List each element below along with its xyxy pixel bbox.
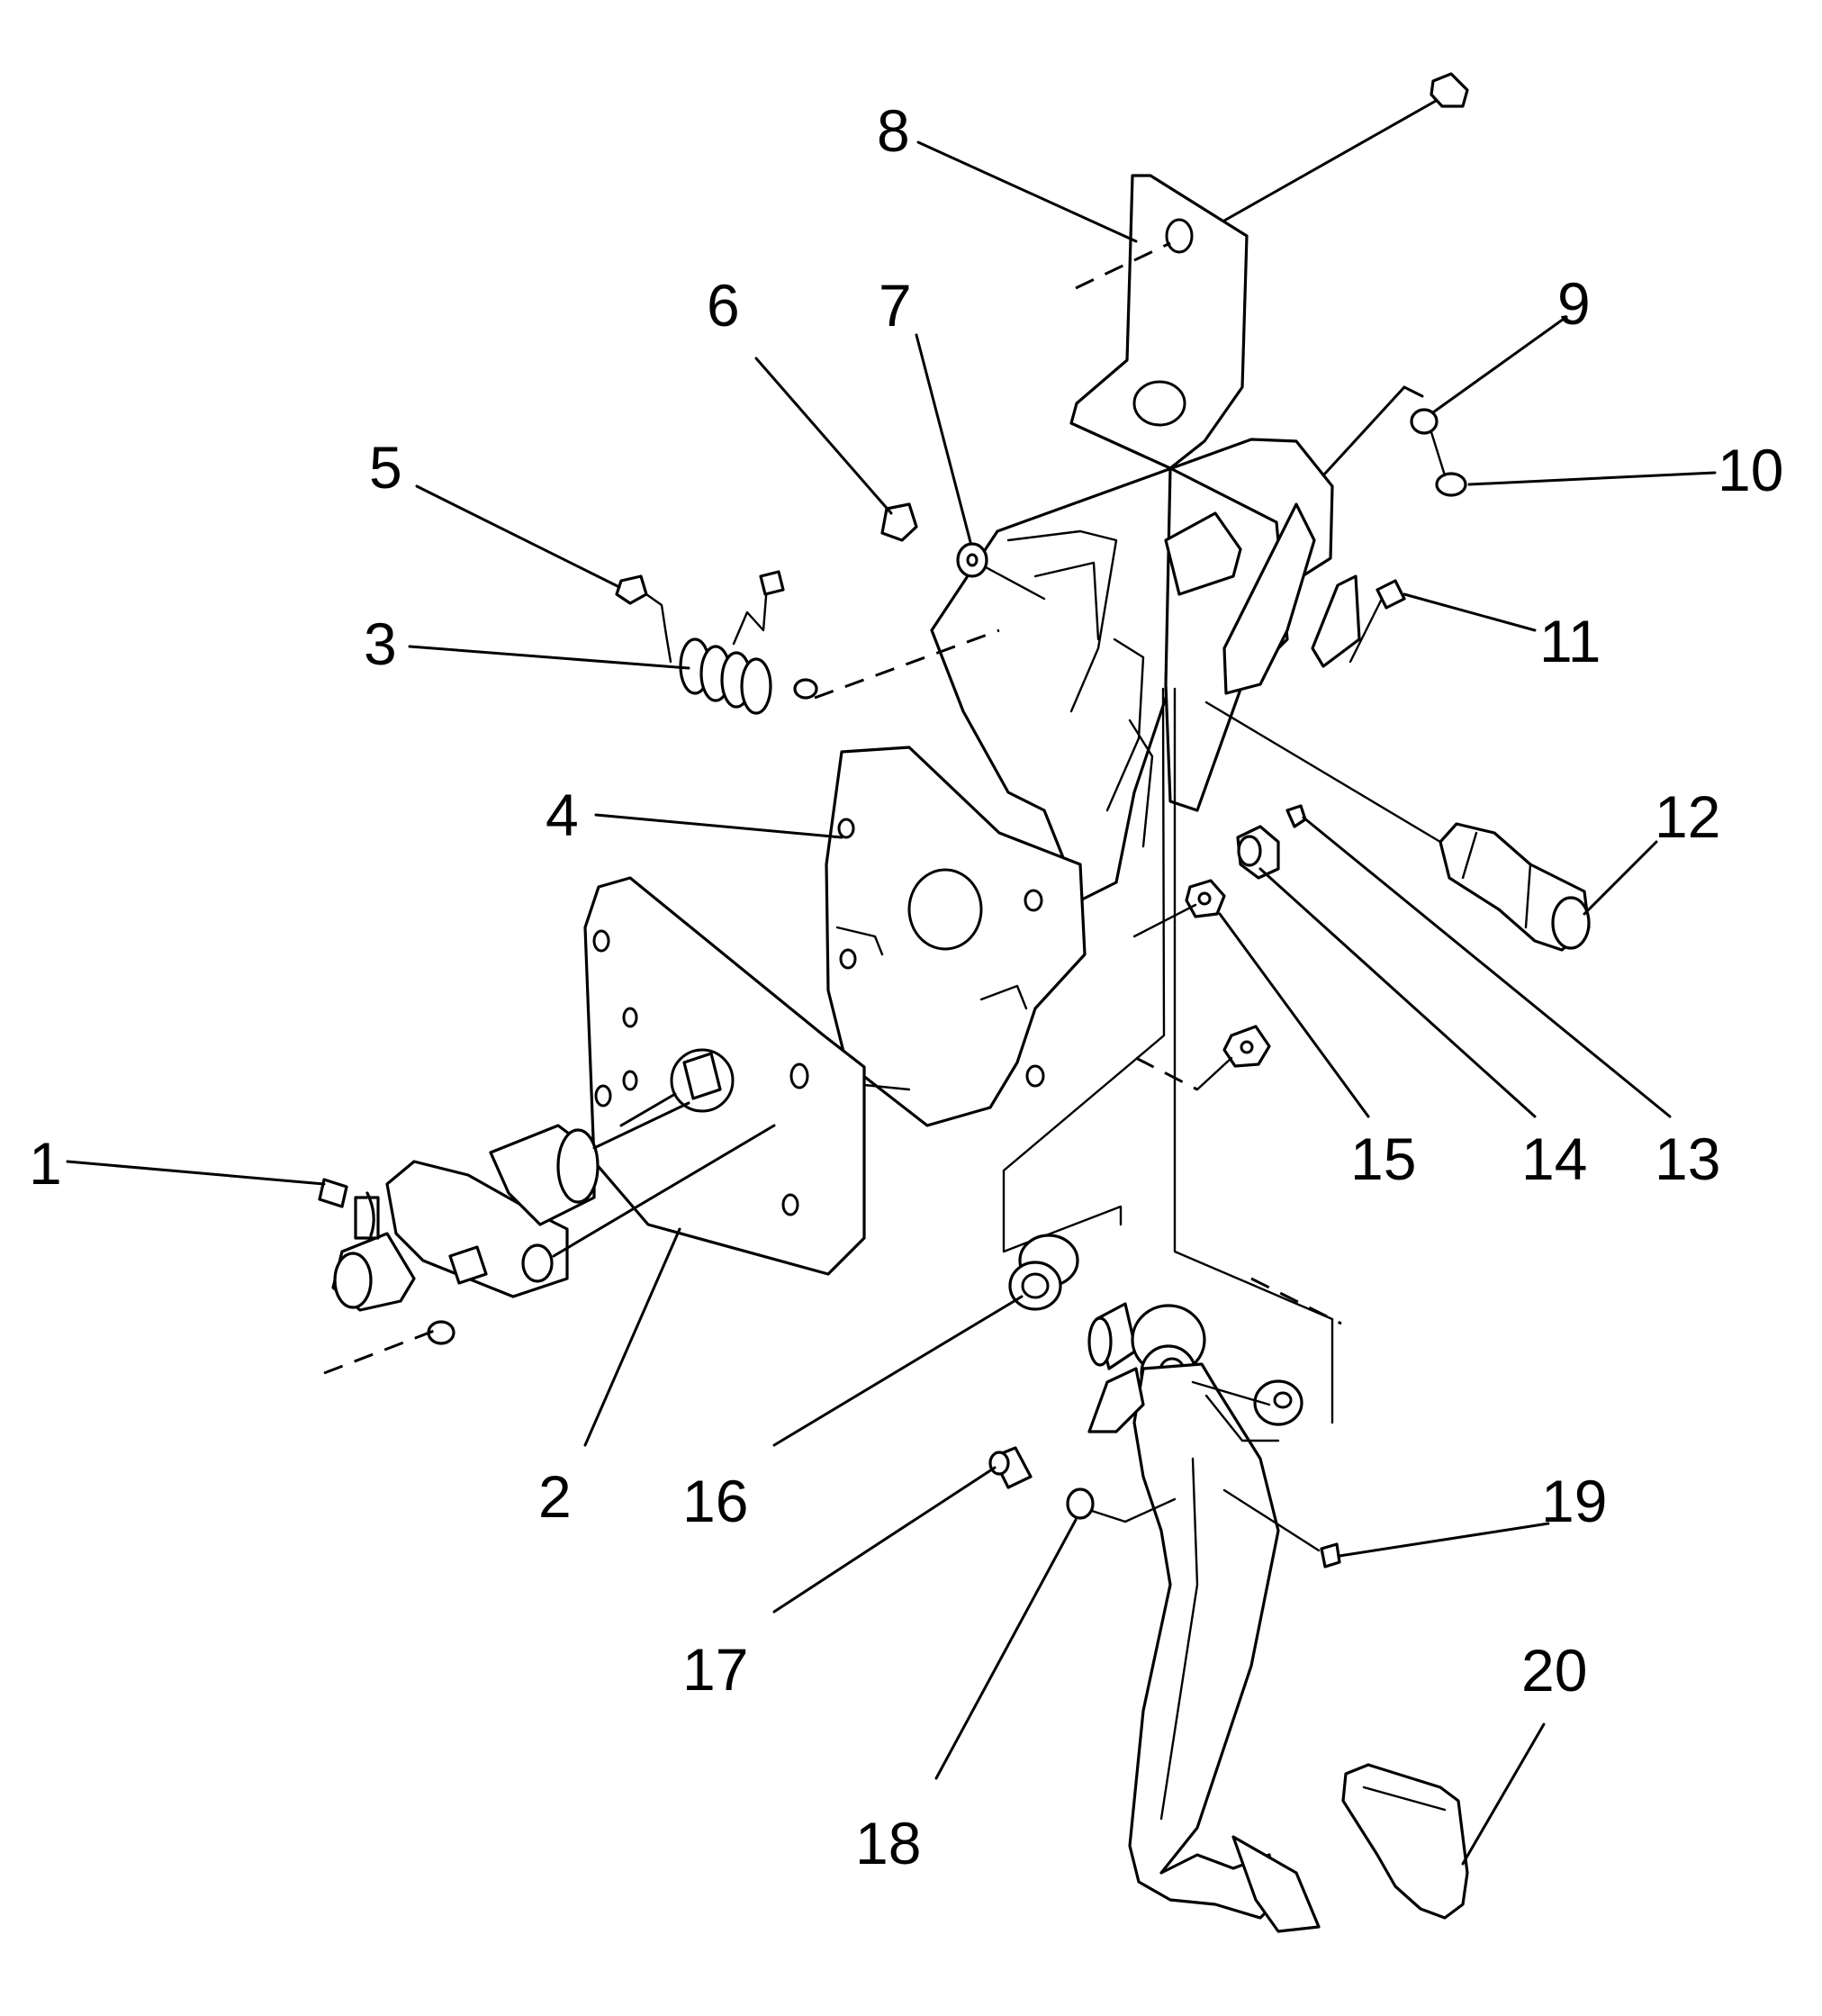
part-7-washer <box>956 542 988 578</box>
callout-20: 20 <box>1521 1637 1587 1704</box>
callout-16: 16 <box>682 1468 748 1534</box>
part-5-nut <box>615 574 648 605</box>
part-15-nut <box>1185 879 1226 918</box>
callout-12: 12 <box>1655 783 1720 850</box>
part-3-dash-line <box>814 628 1000 700</box>
part-20-pedal-pad <box>1341 1763 1469 1920</box>
parts-9-10-bracket-line <box>1321 385 1424 477</box>
part-8-top-bolt <box>1222 72 1469 222</box>
main-pedal-bracket <box>930 438 1361 902</box>
part-12-pivot-bolt <box>1204 701 1591 952</box>
parts-6-7-axis-line <box>984 565 1046 601</box>
callout-17: 17 <box>682 1636 748 1703</box>
part-16-bushing <box>1008 1234 1138 1370</box>
callout-labels: 1 2 3 4 5 6 7 8 9 10 11 12 13 14 15 16 1… <box>29 97 1783 1876</box>
callout-15: 15 <box>1350 1126 1416 1192</box>
callout-leaders <box>66 140 1717 1866</box>
callout-14: 14 <box>1521 1126 1587 1192</box>
callout-2: 2 <box>538 1463 572 1530</box>
part-13-clip <box>1285 804 1307 828</box>
part-4-mounting-plate <box>825 746 1087 1127</box>
callout-11: 11 <box>1539 608 1601 674</box>
part-14-bushing <box>1236 825 1280 880</box>
callout-7: 7 <box>879 272 912 339</box>
callout-5: 5 <box>369 434 402 501</box>
callout-8: 8 <box>877 97 910 164</box>
callout-6: 6 <box>707 272 740 339</box>
lower-bracket-nut <box>1135 1025 1271 1091</box>
part-2-firewall-plate <box>583 876 866 1276</box>
part-17-pin <box>988 1446 1033 1489</box>
callout-3: 3 <box>364 610 397 677</box>
callout-19: 19 <box>1541 1468 1607 1534</box>
callout-1: 1 <box>29 1130 62 1197</box>
part-9-nut <box>1410 408 1439 435</box>
part-8-upper-bracket <box>1069 174 1249 470</box>
bracket-side-outline <box>1002 687 1342 1424</box>
part-11-bolt <box>1348 579 1406 664</box>
callout-10: 10 <box>1718 437 1783 503</box>
callout-18: 18 <box>855 1810 921 1876</box>
callout-4: 4 <box>546 782 579 848</box>
callout-13: 13 <box>1655 1126 1720 1192</box>
part-19-clip <box>1222 1488 1341 1569</box>
part-1-master-cylinder <box>318 1101 776 1375</box>
clutch-pedal-arm <box>1087 1304 1321 1933</box>
part-15-axis-line <box>1132 903 1197 938</box>
callout-9: 9 <box>1557 270 1591 337</box>
part-10-washer <box>1435 472 1467 497</box>
parts-9-10-axis-line <box>1430 430 1447 477</box>
part-18-bushing <box>1066 1487 1177 1523</box>
part-3-return-spring <box>645 570 818 715</box>
